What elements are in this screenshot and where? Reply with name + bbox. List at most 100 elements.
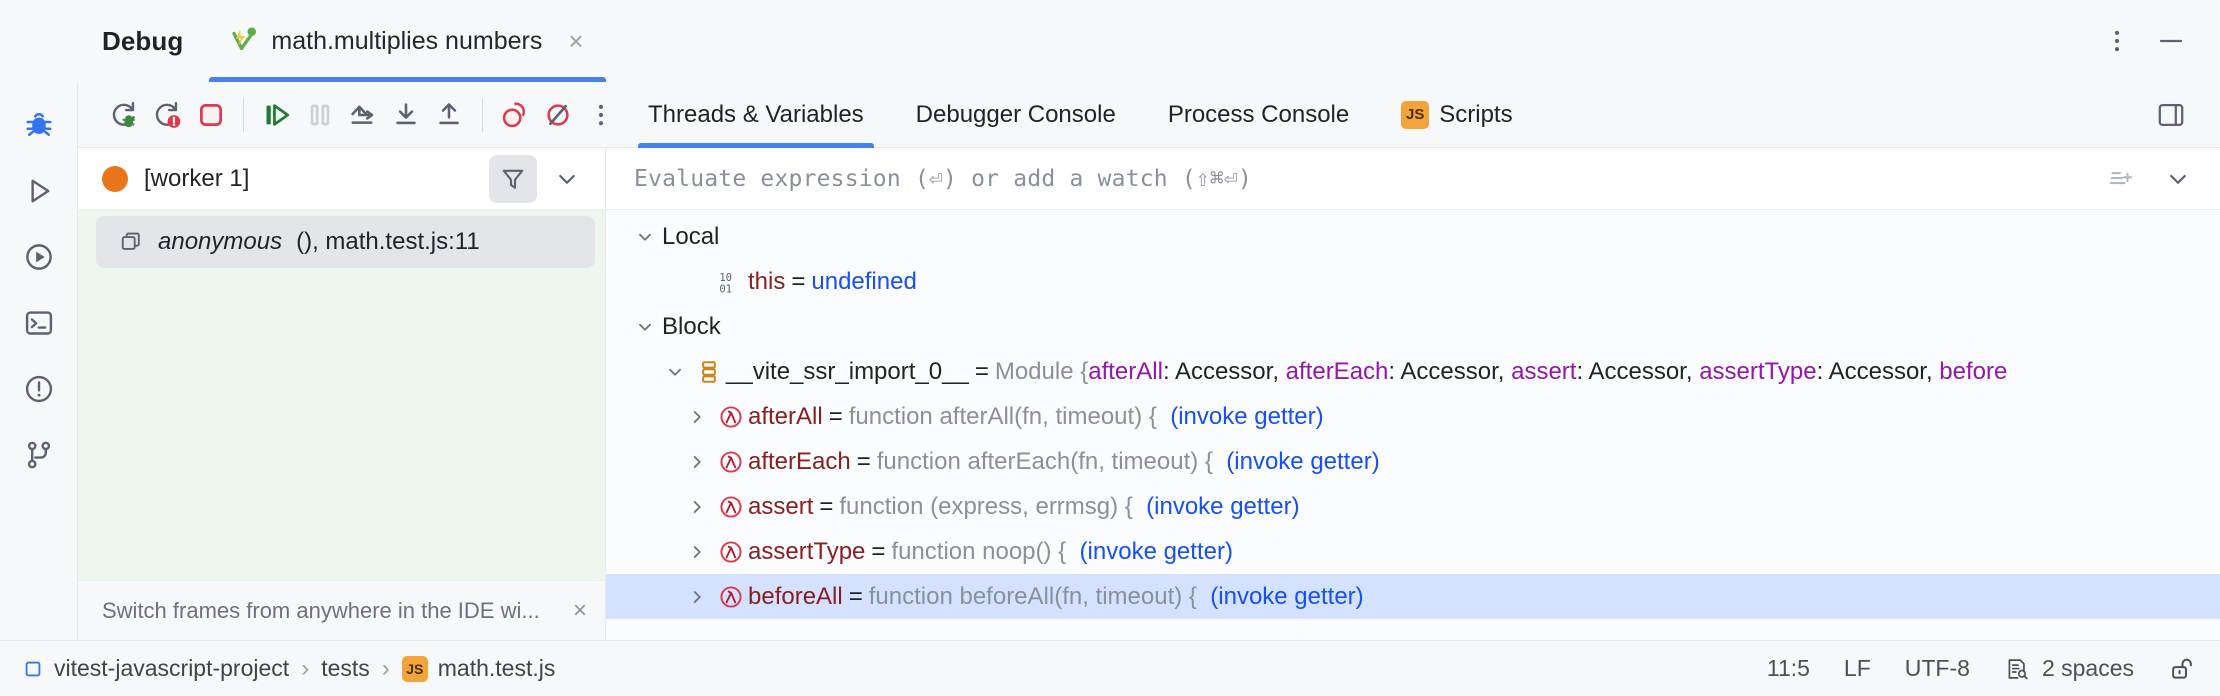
rail-item-version-control[interactable] bbox=[10, 426, 68, 484]
variable-value-part bbox=[1197, 583, 1210, 611]
tab-debugger-console[interactable]: Debugger Console bbox=[890, 82, 1142, 148]
rerun-failed-icon[interactable] bbox=[147, 90, 188, 140]
debug-view-tabs: Threads & Variables Debugger Console Pro… bbox=[622, 82, 2220, 148]
step-into-icon[interactable] bbox=[386, 90, 427, 140]
variable-row[interactable]: assert=function (express, errmsg) { (inv… bbox=[606, 484, 2220, 529]
rail-item-run[interactable] bbox=[10, 162, 68, 220]
tab-threads-and-variables-label: Threads & Variables bbox=[648, 100, 864, 128]
evaluate-expression-bar[interactable]: Evaluate expression (⏎) or add a watch (… bbox=[606, 148, 2220, 210]
status-bar-right: 11:5 LF UTF-8 2 spaces bbox=[1767, 655, 2196, 683]
chevron-right-icon[interactable] bbox=[680, 406, 714, 428]
project-module-icon bbox=[22, 658, 44, 680]
titlebar-actions bbox=[2094, 0, 2220, 82]
status-bar: vitest-javascript-project › tests › JS m… bbox=[0, 640, 2220, 696]
mute-breakpoints-icon[interactable] bbox=[538, 90, 579, 140]
frames-list[interactable]: anonymous(), math.test.js:11 bbox=[78, 210, 605, 580]
indent-label: 2 spaces bbox=[2041, 655, 2134, 681]
chevron-down-icon[interactable] bbox=[2154, 155, 2202, 203]
vertical-dots-icon[interactable] bbox=[2094, 18, 2140, 64]
tab-process-console[interactable]: Process Console bbox=[1142, 82, 1375, 148]
rail-item-problems[interactable] bbox=[10, 360, 68, 418]
svg-text:10: 10 bbox=[719, 271, 732, 283]
line-separator[interactable]: LF bbox=[1843, 655, 1871, 681]
frames-tip-bar: Switch frames from anywhere in the IDE w… bbox=[78, 580, 605, 640]
variables-group-label: Local bbox=[662, 222, 720, 250]
variable-value-part: : Accessor, bbox=[1162, 357, 1286, 385]
toolbar-more-options-icon[interactable] bbox=[581, 90, 622, 140]
frame-location: (), math.test.js:11 bbox=[296, 228, 480, 255]
rail-item-terminal[interactable] bbox=[10, 294, 68, 352]
titlebar-left-spacer bbox=[0, 0, 78, 82]
rail-item-coverage[interactable] bbox=[10, 228, 68, 286]
variables-group-row[interactable]: Local bbox=[606, 214, 2220, 259]
rerun-debug-icon[interactable] bbox=[104, 90, 145, 140]
frames-pane: [worker 1] bbox=[78, 148, 606, 640]
add-watch-icon[interactable] bbox=[2096, 155, 2144, 203]
variable-row[interactable]: assertType=function noop() { (invoke get… bbox=[606, 529, 2220, 574]
variable-value-part: : Accessor, bbox=[1576, 357, 1700, 385]
variable-row[interactable]: beforeAll=function beforeAll(fn, timeout… bbox=[606, 574, 2220, 619]
chevron-right-icon[interactable] bbox=[680, 541, 714, 563]
variable-name: beforeAll bbox=[748, 582, 843, 610]
run-configuration-tabstrip: math.multiplies numbers × bbox=[209, 0, 606, 82]
variable-name: afterEach bbox=[748, 447, 851, 475]
lambda-icon bbox=[714, 448, 748, 476]
stop-square-icon[interactable] bbox=[190, 90, 231, 140]
tool-window-body: Threads & Variables Debugger Console Pro… bbox=[0, 82, 2220, 640]
breadcrumb: vitest-javascript-project › tests › JS m… bbox=[22, 655, 555, 683]
resume-icon[interactable] bbox=[256, 90, 297, 140]
variable-name: afterAll bbox=[748, 402, 823, 430]
view-breakpoints-icon[interactable] bbox=[495, 90, 536, 140]
chevron-right-icon[interactable] bbox=[680, 451, 714, 473]
pause-icon[interactable] bbox=[299, 90, 340, 140]
breadcrumb-item-file[interactable]: JS math.test.js bbox=[401, 655, 555, 682]
variable-row[interactable]: __vite_ssr_import_0__=Module {afterAll: … bbox=[606, 349, 2220, 394]
chevron-down-icon[interactable] bbox=[543, 155, 591, 203]
variable-row[interactable]: afterAll=function afterAll(fn, timeout) … bbox=[606, 394, 2220, 439]
invoke-getter-link[interactable]: (invoke getter) bbox=[1146, 492, 1300, 520]
tab-math-multiplies-numbers[interactable]: math.multiplies numbers × bbox=[209, 0, 606, 82]
chevron-down-icon[interactable] bbox=[628, 226, 662, 248]
chevron-right-icon[interactable] bbox=[680, 586, 714, 608]
thread-selector-label[interactable]: [worker 1] bbox=[144, 164, 250, 192]
chevron-down-icon[interactable] bbox=[658, 361, 692, 383]
evaluate-expression-input[interactable]: Evaluate expression (⏎) or add a watch (… bbox=[634, 165, 1253, 192]
step-over-icon[interactable] bbox=[342, 90, 383, 140]
close-icon[interactable]: × bbox=[568, 26, 584, 56]
close-icon[interactable]: × bbox=[572, 596, 587, 624]
chevron-down-icon[interactable] bbox=[628, 316, 662, 338]
rail-item-debug[interactable] bbox=[10, 96, 68, 154]
invoke-getter-link[interactable]: (invoke getter) bbox=[1079, 537, 1233, 565]
unlocked-padlock-icon[interactable] bbox=[2168, 655, 2196, 683]
js-badge-icon: JS bbox=[1401, 100, 1430, 129]
tab-threads-and-variables[interactable]: Threads & Variables bbox=[622, 82, 890, 148]
file-encoding[interactable]: UTF-8 bbox=[1904, 655, 1970, 681]
tab-scripts[interactable]: JS Scripts bbox=[1375, 82, 1538, 148]
invoke-getter-link[interactable]: (invoke getter) bbox=[1210, 582, 1364, 610]
frame-list-item[interactable]: anonymous(), math.test.js:11 bbox=[96, 216, 595, 268]
indent-setting[interactable]: 2 spaces bbox=[2004, 655, 2134, 682]
step-out-icon[interactable] bbox=[429, 90, 470, 140]
variable-row[interactable]: afterEach=function afterEach(fn, timeout… bbox=[606, 439, 2220, 484]
invoke-getter-link[interactable]: (invoke getter) bbox=[1170, 402, 1324, 430]
frame-stack-icon bbox=[118, 229, 144, 255]
caret-position[interactable]: 11:5 bbox=[1766, 655, 1810, 681]
js-file-badge-icon: JS bbox=[401, 655, 428, 682]
variable-value-part bbox=[1066, 538, 1079, 566]
breadcrumb-item-tests[interactable]: tests bbox=[321, 655, 370, 682]
invoke-getter-link[interactable]: (invoke getter) bbox=[1226, 447, 1380, 475]
minimize-icon[interactable] bbox=[2148, 18, 2194, 64]
tab-label: math.multiplies numbers bbox=[271, 26, 543, 55]
split-layout-icon[interactable] bbox=[2146, 90, 2196, 140]
variables-group-row[interactable]: Block bbox=[606, 304, 2220, 349]
thread-status-dot bbox=[102, 165, 128, 192]
window-title: Debug bbox=[102, 25, 184, 56]
breadcrumb-project-label: vitest-javascript-project bbox=[54, 655, 290, 681]
breadcrumb-item-project[interactable]: vitest-javascript-project bbox=[22, 655, 289, 682]
variable-value-part bbox=[1213, 448, 1226, 476]
chevron-right-icon[interactable] bbox=[680, 496, 714, 518]
filter-funnel-icon[interactable] bbox=[489, 154, 537, 203]
